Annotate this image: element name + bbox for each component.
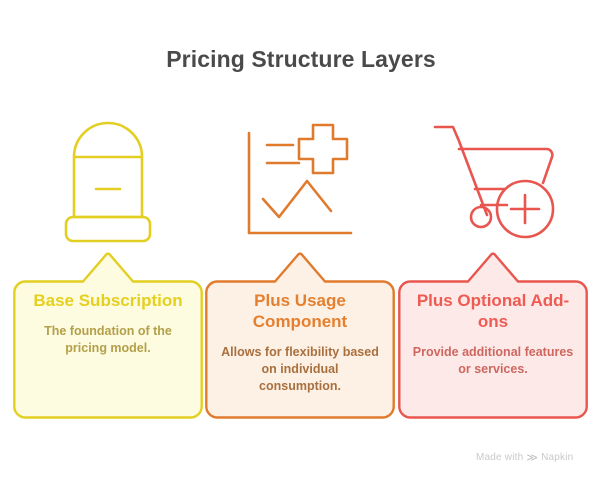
card-content-base: Base Subscription The foundation of the …: [13, 280, 203, 357]
card-shape-addons: [398, 252, 588, 419]
card-shape-usage: [205, 252, 395, 419]
card-description-base: The foundation of the pricing model.: [44, 324, 172, 355]
card-plus-optional-add-ons[interactable]: Plus Optional Add-ons Provide additional…: [398, 252, 588, 419]
icon-line-chart-plus-wrap: [205, 112, 395, 252]
card-heading-base: Base Subscription: [33, 291, 183, 310]
watermark-brand: Napkin: [541, 452, 574, 463]
layer-column-plus-usage-component: Plus Usage Component Allows for flexibil…: [205, 112, 395, 419]
card-description-usage: Allows for flexibility based on individu…: [221, 345, 379, 393]
layer-column-base-subscription: Base Subscription The foundation of the …: [13, 112, 203, 419]
line-chart-plus-icon: [247, 123, 353, 235]
capsule-pillar-icon: [64, 121, 152, 243]
page-title: Pricing Structure Layers: [166, 46, 436, 72]
card-heading-addons: Plus Optional Add-ons: [416, 291, 570, 331]
card-base-subscription[interactable]: Base Subscription The foundation of the …: [13, 252, 203, 419]
card-content-usage: Plus Usage Component Allows for flexibil…: [205, 280, 395, 395]
card-shape-base: [13, 252, 203, 419]
shopping-cart-plus-icon: [433, 125, 555, 239]
watermark-prefix: Made with: [476, 452, 524, 463]
card-heading-usage: Plus Usage Component: [252, 291, 348, 331]
card-description-addons: Provide additional features or services.: [412, 345, 574, 376]
napkin-logo-icon: ≫: [526, 452, 539, 464]
layer-column-plus-optional-add-ons: Plus Optional Add-ons Provide additional…: [398, 112, 588, 419]
napkin-watermark: Made with ≫ Napkin: [476, 451, 573, 464]
card-plus-usage-component[interactable]: Plus Usage Component Allows for flexibil…: [205, 252, 395, 419]
icon-capsule-pillar-wrap: [13, 112, 203, 252]
card-content-addons: Plus Optional Add-ons Provide additional…: [398, 280, 588, 378]
icon-shopping-cart-plus-wrap: [398, 112, 588, 252]
